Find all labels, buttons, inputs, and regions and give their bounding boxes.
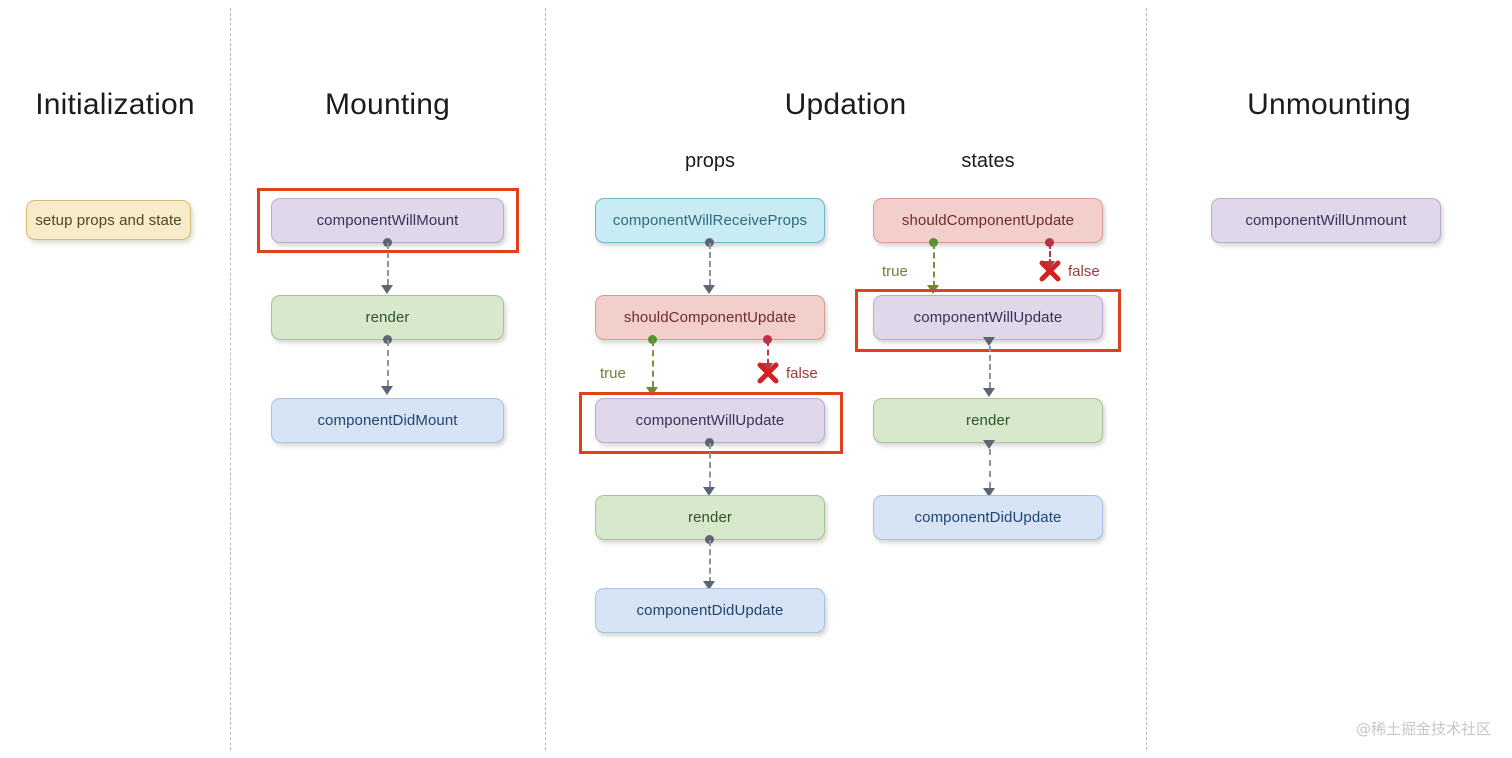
node-mounting-render[interactable]: render: [271, 295, 504, 340]
connector-props-true-branch: [652, 340, 654, 387]
connector-dot-mounting-1: [383, 238, 392, 247]
connector-arrow-states-1: [983, 337, 995, 346]
phase-title-mounting: Mounting: [324, 88, 450, 121]
connector-dot-props-true: [648, 335, 657, 344]
connector-props-receiveprops-shouldupdate: [709, 243, 711, 285]
node-component-did-mount[interactable]: componentDidMount: [271, 398, 504, 443]
connector-arrow-states-3: [983, 440, 995, 449]
connector-props-false-branch: [767, 340, 769, 365]
subcolumn-title-props: props: [684, 150, 736, 172]
connector-props-willupdate-render: [709, 443, 711, 487]
connector-arrow-states-4: [983, 488, 995, 497]
connector-arrow-props-true: [646, 387, 658, 396]
divider-mounting-updation: [545, 8, 546, 750]
node-setup-props-and-state[interactable]: setup props and state: [26, 200, 191, 240]
phase-title-initialization: Initialization: [35, 88, 195, 121]
connector-states-false-branch: [1049, 243, 1051, 265]
connector-states-render-didupdate: [989, 449, 991, 488]
phase-title-unmounting: Unmounting: [1247, 88, 1411, 121]
connector-arrow-props-2: [703, 487, 715, 496]
connector-mounting-render-didmount: [387, 340, 389, 386]
highlight-rect-states-component-will-update: [855, 289, 1121, 352]
connector-dot-props-2: [705, 438, 714, 447]
connector-props-render-didupdate: [709, 540, 711, 583]
connector-mounting-willmount-render: [387, 243, 389, 285]
node-states-should-component-update[interactable]: shouldComponentUpdate: [873, 198, 1103, 243]
subcolumn-title-states: states: [961, 150, 1015, 172]
connector-dot-mounting-2: [383, 335, 392, 344]
connector-arrow-props-1: [703, 285, 715, 294]
branch-label-states-true: true: [882, 263, 908, 280]
node-component-will-unmount[interactable]: componentWillUnmount: [1211, 198, 1441, 243]
node-props-should-component-update[interactable]: shouldComponentUpdate: [595, 295, 825, 340]
divider-updation-unmounting: [1146, 8, 1147, 750]
branch-label-states-false: false: [1068, 263, 1100, 280]
connector-arrow-states-2: [983, 388, 995, 397]
connector-arrow-mounting-2: [381, 386, 393, 395]
branch-label-props-false: false: [786, 365, 818, 382]
connector-states-willupdate-render: [989, 346, 991, 388]
connector-states-true-branch: [933, 243, 935, 287]
connector-dot-states-false: [1045, 238, 1054, 247]
node-component-will-receive-props[interactable]: componentWillReceiveProps: [595, 198, 825, 243]
highlight-rect-props-component-will-update: [579, 392, 843, 454]
connector-dot-props-false: [763, 335, 772, 344]
watermark-text: @稀土掘金技术社区: [1356, 720, 1492, 738]
node-states-component-will-update[interactable]: componentWillUpdate: [873, 295, 1103, 340]
x-mark-icon-states-false: [1039, 260, 1061, 282]
node-states-component-did-update[interactable]: componentDidUpdate: [873, 495, 1103, 540]
phase-title-updation: Updation: [784, 88, 907, 121]
connector-dot-props-1: [705, 238, 714, 247]
connector-dot-states-true: [929, 238, 938, 247]
connector-arrow-mounting-1: [381, 285, 393, 294]
node-props-render[interactable]: render: [595, 495, 825, 540]
connector-dot-props-3: [705, 535, 714, 544]
x-mark-icon-props-false: [757, 362, 779, 384]
node-component-will-mount[interactable]: componentWillMount: [271, 198, 504, 243]
branch-label-props-true: true: [600, 365, 626, 382]
divider-initialization-mounting: [230, 8, 231, 750]
node-props-component-did-update[interactable]: componentDidUpdate: [595, 588, 825, 633]
connector-arrow-states-false: [1043, 261, 1055, 270]
connector-arrow-props-false: [761, 363, 773, 372]
connector-arrow-props-3: [703, 581, 715, 590]
node-props-component-will-update[interactable]: componentWillUpdate: [595, 398, 825, 443]
node-states-render[interactable]: render: [873, 398, 1103, 443]
